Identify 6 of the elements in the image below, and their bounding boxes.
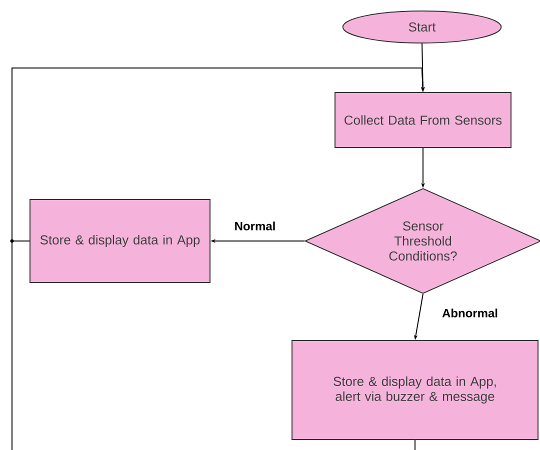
- edge-label: Normal: [233, 220, 277, 232]
- process-box: Collect Data From Sensors: [334, 92, 512, 148]
- arrow: [12, 68, 425, 450]
- process-box: Store & display data in App: [30, 199, 210, 283]
- edge-label: Abnormal: [441, 308, 499, 318]
- process-box: Store & display data in App, alert via buzzer & message: [292, 340, 538, 440]
